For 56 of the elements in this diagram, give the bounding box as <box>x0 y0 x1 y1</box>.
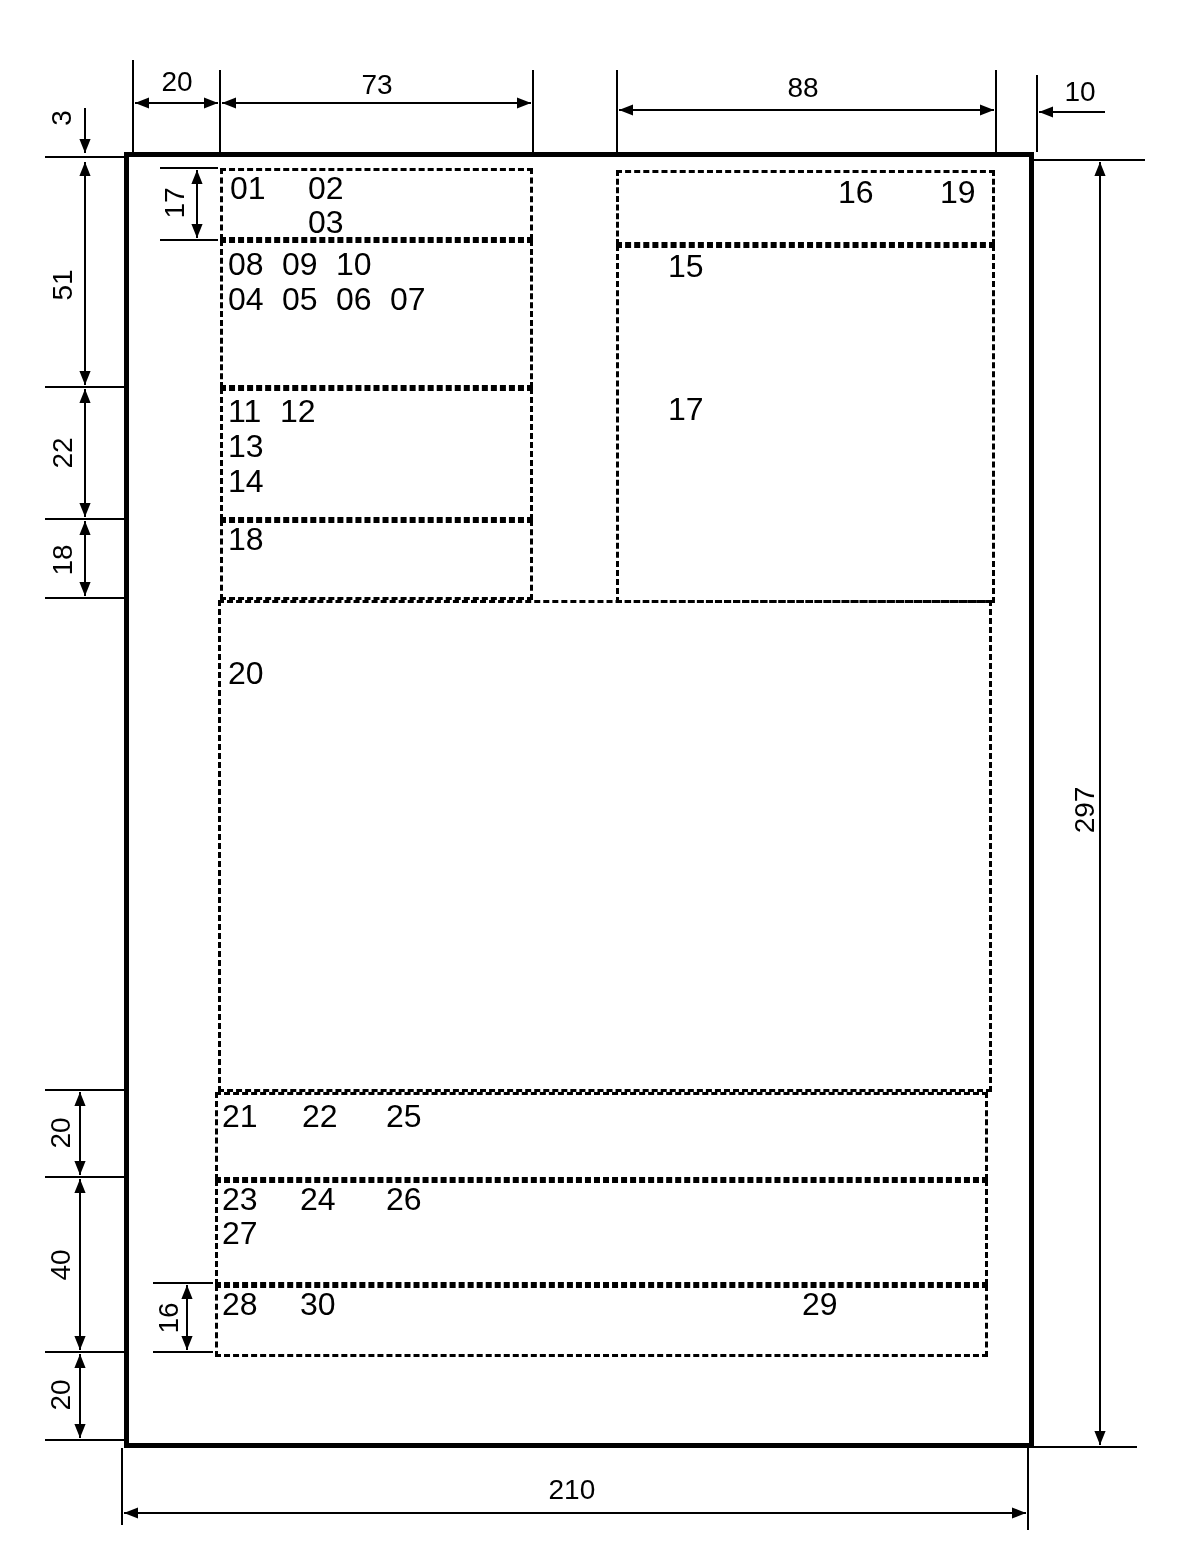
dimension-label: 210 <box>548 1476 596 1504</box>
field-number: 28 <box>222 1288 258 1320</box>
field-number: 30 <box>300 1288 336 1320</box>
field-number: 10 <box>336 248 372 280</box>
dimension-label: 22 <box>48 437 77 469</box>
dimension-label: 73 <box>361 71 393 99</box>
field-number: 02 <box>308 172 344 204</box>
field-number: 22 <box>302 1100 338 1132</box>
field-number: 18 <box>228 523 264 555</box>
field-number: 21 <box>222 1100 258 1132</box>
field-number: 06 <box>336 283 372 315</box>
dimension-label: 10 <box>1064 78 1096 106</box>
dimension-label: 20 <box>46 1379 75 1411</box>
dimension-label: 40 <box>46 1249 75 1281</box>
field-number: 05 <box>282 283 318 315</box>
field-number: 19 <box>940 176 976 208</box>
field-number: 04 <box>228 283 264 315</box>
dimension-label: 18 <box>48 544 77 576</box>
dimension-label: 297 <box>1070 786 1099 834</box>
field-number: 07 <box>390 283 426 315</box>
field-number: 20 <box>228 657 264 689</box>
field-area <box>215 1092 988 1180</box>
field-number: 14 <box>228 465 264 497</box>
field-area <box>616 170 995 245</box>
field-area <box>220 388 533 520</box>
field-number: 23 <box>222 1183 258 1215</box>
field-number: 17 <box>668 393 704 425</box>
field-area <box>215 1180 988 1285</box>
field-area <box>215 1285 988 1357</box>
field-area <box>218 600 992 1092</box>
dimension-label: 51 <box>48 269 77 301</box>
field-number: 25 <box>386 1100 422 1132</box>
field-number: 26 <box>386 1183 422 1215</box>
field-number: 08 <box>228 248 264 280</box>
page-outline <box>124 152 1034 1448</box>
field-area <box>616 245 995 603</box>
dimension-label: 16 <box>154 1302 183 1334</box>
dimension-label: 88 <box>787 74 819 102</box>
field-area <box>220 520 533 600</box>
field-number: 29 <box>802 1288 838 1320</box>
dimension-label: 20 <box>161 68 193 96</box>
field-number: 01 <box>230 172 266 204</box>
field-number: 16 <box>838 176 874 208</box>
field-number: 27 <box>222 1217 258 1249</box>
field-number: 09 <box>282 248 318 280</box>
field-number: 11 <box>228 395 262 427</box>
field-number: 12 <box>280 395 316 427</box>
field-number: 15 <box>668 250 704 282</box>
dimension-label: 20 <box>46 1117 75 1149</box>
field-number: 24 <box>300 1183 336 1215</box>
field-area <box>220 168 533 240</box>
field-number: 03 <box>308 206 344 238</box>
field-number: 13 <box>228 430 264 462</box>
field-area <box>220 240 533 388</box>
dimension-label: 17 <box>160 187 189 219</box>
dimension-label: 3 <box>47 110 76 126</box>
